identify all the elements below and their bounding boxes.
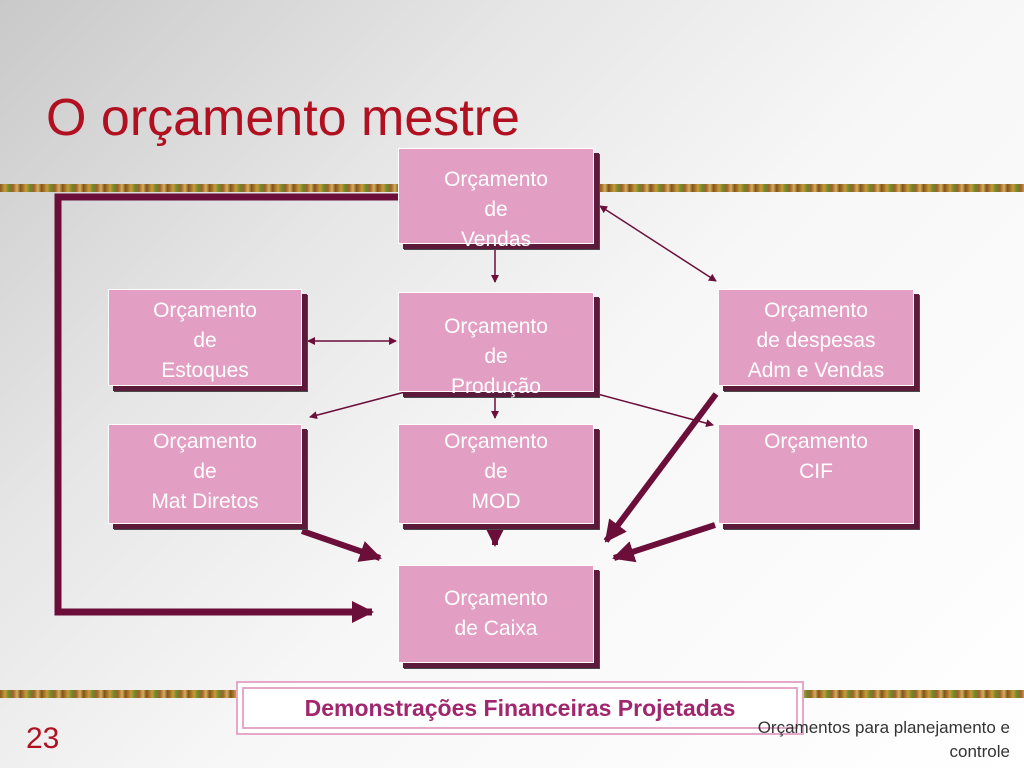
box-vendas-line3: Vendas xyxy=(460,228,532,251)
slide-footer: Orçamentos para planejamento e controle xyxy=(757,718,1010,761)
arrow-cif-caixa xyxy=(612,522,716,563)
box-orcamento-caixa: Orçamento de Caixa xyxy=(398,565,594,663)
box-mod-line1: Orçamento xyxy=(444,430,548,453)
box-orcamento-mat-diretos: Orçamento de Mat Diretos xyxy=(108,424,302,524)
box-orcamento-cif: Orçamento CIF xyxy=(718,424,914,524)
box-producao-line1: Orçamento xyxy=(444,315,548,338)
box-orcamento-vendas: Orçamento de Vendas xyxy=(398,148,594,251)
arrow-producao-cif xyxy=(589,391,714,428)
arrow-matdiretos-caixa xyxy=(301,528,382,562)
box-matdiretos-line1: Orçamento xyxy=(153,430,257,453)
box-caixa-line1: Orçamento xyxy=(444,587,548,610)
banner-demonstracoes: Demonstrações Financeiras Projetadas xyxy=(236,681,804,735)
box-producao-line2: de xyxy=(484,345,508,368)
box-mod-line3: MOD xyxy=(471,490,521,513)
box-estoques-line2: de xyxy=(193,329,217,352)
box-despesas-line3: Adm e Vendas xyxy=(747,359,885,382)
feedback-loop-line xyxy=(54,193,400,623)
arrow-producao-matdiretos xyxy=(309,391,406,420)
slide-number: 23 xyxy=(26,722,60,755)
box-cif-line2: CIF xyxy=(799,460,833,483)
box-orcamento-mod: Orçamento de MOD xyxy=(398,424,594,524)
box-matdiretos-line2: de xyxy=(193,460,217,483)
arrow-vendas-despesas xyxy=(599,205,717,282)
box-cif-line1: Orçamento xyxy=(764,430,868,453)
slide-title: O orçamento mestre xyxy=(46,89,520,147)
box-vendas-line2: de xyxy=(484,198,508,221)
box-orcamento-producao: Orçamento de Produção xyxy=(398,292,594,398)
box-producao-line3: Produção xyxy=(451,375,541,398)
box-orcamento-estoques: Orçamento de Estoques xyxy=(108,289,302,386)
box-mod-line2: de xyxy=(484,460,508,483)
box-estoques-line1: Orçamento xyxy=(153,299,257,322)
box-orcamento-despesas: Orçamento de despesas Adm e Vendas xyxy=(718,289,914,386)
box-matdiretos-line3: Mat Diretos xyxy=(151,490,259,513)
arrow-despesas-caixa xyxy=(603,392,719,543)
box-despesas-line2: de despesas xyxy=(756,329,876,352)
box-estoques-line3: Estoques xyxy=(161,359,249,382)
box-caixa-line2: de Caixa xyxy=(454,617,538,640)
box-despesas-line1: Orçamento xyxy=(764,299,868,322)
box-vendas-line1: Orçamento xyxy=(444,168,548,191)
banner-text: Demonstrações Financeiras Projetadas xyxy=(242,687,798,729)
